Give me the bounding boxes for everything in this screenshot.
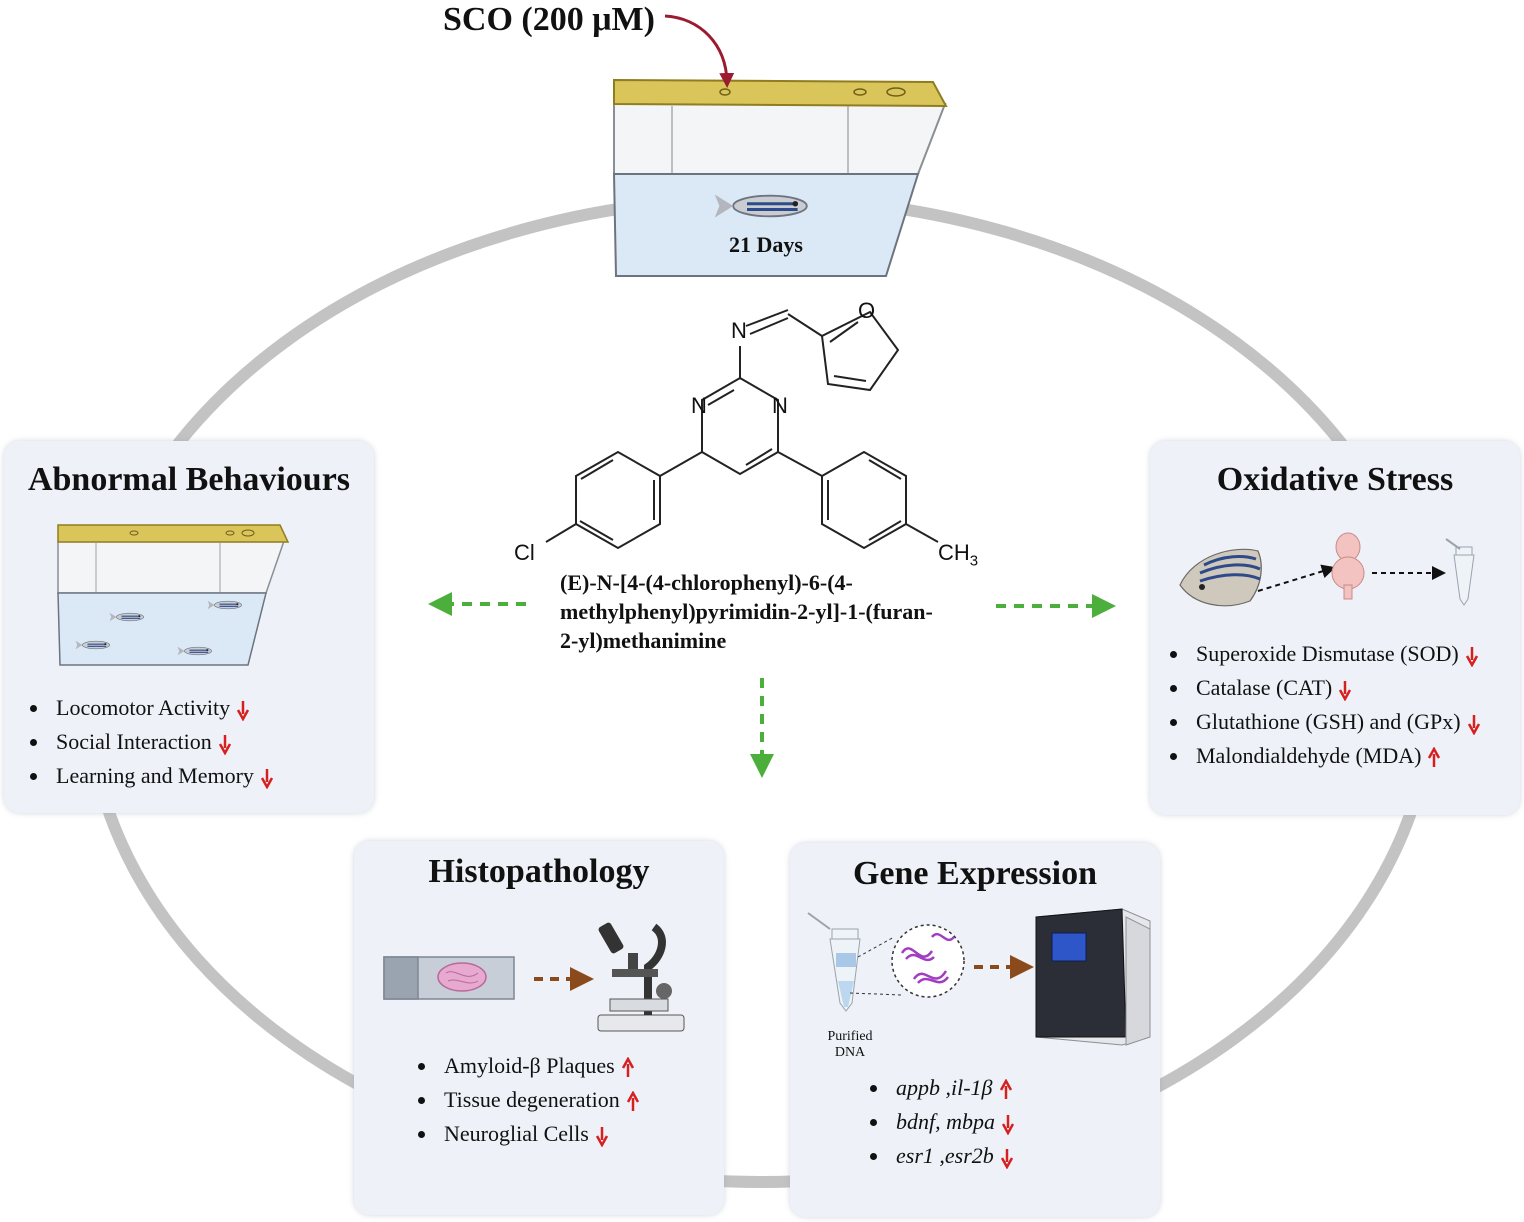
sample-tube-icon xyxy=(1445,538,1475,606)
list-item: Amyloid-β Plaques xyxy=(416,1049,640,1083)
panel-gene-expression: Gene Expression Purified DNA appb ,il xyxy=(790,843,1160,1217)
behaviour-tank-icon xyxy=(57,524,290,666)
arrow-up-icon xyxy=(1428,746,1441,767)
brain-icon xyxy=(1331,532,1365,600)
list-item: bdnf, mbpa xyxy=(868,1105,1015,1139)
treatment-tank-illustration xyxy=(612,14,948,277)
panel-title: Gene Expression xyxy=(852,855,1097,892)
atom-ch3-main: CH xyxy=(938,540,970,565)
arrow-up-icon xyxy=(999,1078,1012,1099)
panel-histopathology: Histopathology Amyloid-β Plaques Tissue … xyxy=(354,841,724,1215)
panel-oxidative-stress: Oxidative Stress Superoxide Dismutase (S… xyxy=(1150,441,1520,815)
atom-n-imine: N xyxy=(731,318,747,343)
list-item: esr1 ,esr2b xyxy=(868,1139,1015,1173)
duration-label: 21 Days xyxy=(729,232,803,257)
list-item: Tissue degeneration xyxy=(416,1083,640,1117)
histology-workflow-illustration xyxy=(383,922,685,1032)
arrow-up-icon xyxy=(621,1056,634,1077)
dna-icon xyxy=(891,924,965,998)
dna-tube-icon xyxy=(807,912,861,1012)
atom-ch3-sub: 3 xyxy=(969,552,979,570)
arrow-down-icon xyxy=(1000,1148,1013,1169)
panel-title: Oxidative Stress xyxy=(1216,461,1454,498)
gene-workflow-illustration xyxy=(807,908,1151,1046)
oxidative-workflow-illustration xyxy=(1179,532,1475,607)
compound-name: (E)-N-[4-(4-chlorophenyl)-6-(4-methylphe… xyxy=(560,570,933,653)
atom-ch3: CH3 xyxy=(938,540,978,569)
chemical-structure xyxy=(545,309,939,550)
arrow-down-icon xyxy=(218,734,231,755)
list-item: Locomotor Activity xyxy=(28,691,274,725)
atom-cl: Cl xyxy=(514,540,535,565)
arrow-down-icon xyxy=(595,1126,608,1147)
arrow-up-icon xyxy=(626,1090,639,1111)
arrow-down-icon xyxy=(1339,680,1352,701)
sco-label: SCO (200 μM) xyxy=(443,1,655,38)
panel-title: Histopathology xyxy=(428,853,650,890)
arrow-down-icon xyxy=(1465,646,1478,667)
arrow-down-icon xyxy=(1467,714,1480,735)
oxidative-list: Superoxide Dismutase (SOD) Catalase (CAT… xyxy=(1168,637,1481,773)
list-item: Neuroglial Cells xyxy=(416,1117,640,1151)
atom-o-furan: O xyxy=(858,298,876,323)
zebrafish-icon xyxy=(1179,548,1262,607)
gene-list: appb ,il-1β bdnf, mbpa esr1 ,esr2b xyxy=(868,1071,1015,1173)
list-item: Learning and Memory xyxy=(28,759,274,793)
microscope-icon xyxy=(597,922,685,1032)
atom-n3: N xyxy=(772,393,788,418)
arrow-down-icon xyxy=(1001,1114,1015,1135)
list-item: appb ,il-1β xyxy=(868,1071,1015,1105)
behaviour-list: Locomotor Activity Social Interaction Le… xyxy=(28,691,274,793)
purified-dna-label: Purified DNA xyxy=(812,1029,888,1061)
atom-n1: N xyxy=(691,393,707,418)
pcr-machine-icon xyxy=(1035,908,1151,1046)
histo-list: Amyloid-β Plaques Tissue degeneration Ne… xyxy=(416,1049,640,1151)
panel-title: Abnormal Behaviours xyxy=(27,461,351,498)
slide-icon xyxy=(383,956,515,1000)
list-item: Malondialdehyde (MDA) xyxy=(1168,739,1481,773)
purified-label-line1: Purified xyxy=(827,1029,873,1044)
list-item: Social Interaction xyxy=(28,725,274,759)
panel-abnormal-behaviours: Abnormal Behaviours Locomotor Activity S… xyxy=(4,441,374,813)
list-item: Catalase (CAT) xyxy=(1168,671,1481,705)
purified-label-line2: DNA xyxy=(834,1045,866,1060)
list-item: Glutathione (GSH) and (GPx) xyxy=(1168,705,1481,739)
arrow-down-icon xyxy=(237,700,250,721)
list-item: Superoxide Dismutase (SOD) xyxy=(1168,637,1481,671)
arrow-down-icon xyxy=(260,768,274,789)
